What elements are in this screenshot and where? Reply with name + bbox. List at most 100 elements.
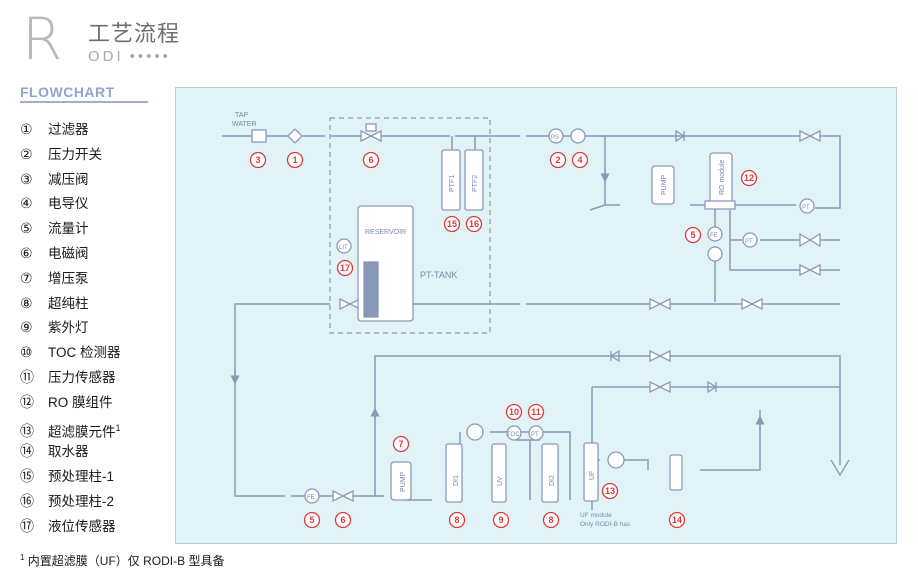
conductivity-meter bbox=[607, 451, 625, 469]
valve-icon bbox=[799, 129, 821, 143]
marker-circle bbox=[684, 226, 702, 244]
legend-number: ⑩ bbox=[20, 345, 33, 362]
legend-number: ⑪ bbox=[20, 369, 34, 386]
fe-label: FE bbox=[710, 233, 718, 239]
ptf2-column bbox=[464, 149, 484, 211]
marker-circle bbox=[286, 151, 304, 169]
marker-circle bbox=[527, 403, 545, 421]
legend-item: ⑩ TOC 检测器 bbox=[20, 342, 121, 367]
marker-circle bbox=[448, 511, 466, 529]
marker-circle bbox=[668, 511, 686, 529]
return-pipe bbox=[374, 355, 841, 496]
marker-circle bbox=[542, 511, 560, 529]
marker-circle bbox=[392, 435, 410, 453]
lit-label: LIT bbox=[339, 245, 348, 251]
legend-number: ⑮ bbox=[20, 469, 34, 486]
legend-number: ⑫ bbox=[20, 394, 34, 411]
marker-circle bbox=[505, 403, 523, 421]
dispense-return-pipe bbox=[700, 410, 761, 471]
legend-number: ⑰ bbox=[20, 518, 34, 535]
pt-tank-label: PT-TANK bbox=[420, 270, 457, 280]
conductivity-meter bbox=[707, 246, 723, 262]
uv-lamp bbox=[491, 443, 507, 503]
marker-circle bbox=[601, 482, 619, 500]
valve-icon bbox=[799, 232, 821, 248]
pt-label: PT bbox=[802, 205, 810, 211]
flow-meter bbox=[304, 488, 320, 504]
pipe-lines bbox=[222, 135, 841, 510]
di2-label: DI2 bbox=[549, 475, 556, 486]
marker-number: 3 bbox=[255, 155, 260, 165]
marker-number: 6 bbox=[368, 155, 373, 165]
flow-meter bbox=[707, 226, 723, 242]
lit-sensor bbox=[336, 238, 352, 254]
reservoir-label: RESERVOIR bbox=[365, 229, 406, 236]
brand-logo: R 工艺流程 ODI ••••• bbox=[22, 10, 242, 68]
valve-icon bbox=[649, 297, 671, 311]
fe-label: FE bbox=[307, 495, 315, 501]
marker-number: 5 bbox=[309, 515, 314, 525]
pt-tank-enclosure bbox=[329, 117, 491, 334]
legend-label: 超滤膜元件 bbox=[48, 424, 116, 440]
uf-module bbox=[583, 442, 599, 502]
pump-label: PUMP bbox=[400, 471, 407, 492]
tap-water-label: TAP bbox=[235, 112, 248, 119]
actuator-icon bbox=[365, 123, 377, 132]
legend-number: ⑥ bbox=[20, 245, 33, 262]
legend-number: ⑦ bbox=[20, 270, 33, 287]
conductivity-meter bbox=[570, 128, 586, 144]
legend-label: 液位传感器 bbox=[48, 518, 116, 534]
legend-item: ⑰ 液位传感器 bbox=[20, 516, 121, 541]
uf-note: UF module bbox=[580, 512, 612, 519]
pressure-transmitter bbox=[742, 232, 758, 248]
valve-icon bbox=[649, 380, 671, 394]
footnote: 1 内置超滤膜（UF）仅 RODI-B 型具备 bbox=[20, 552, 224, 569]
marker-number: 8 bbox=[454, 515, 459, 525]
legend-label: TOC 检测器 bbox=[48, 345, 121, 361]
valve-icon bbox=[332, 489, 354, 503]
marker-number: 5 bbox=[690, 230, 695, 240]
ptf2-label: PTF2 bbox=[472, 175, 479, 192]
pressure-reducer-icon bbox=[251, 129, 267, 143]
filter-icon bbox=[287, 128, 303, 144]
marker-number: 14 bbox=[672, 515, 682, 525]
uv-label: UV bbox=[497, 476, 504, 486]
uf-pipe bbox=[591, 387, 649, 510]
marker-circle bbox=[571, 151, 589, 169]
ptf1-label: PTF1 bbox=[449, 175, 456, 192]
marker-number: 12 bbox=[744, 173, 754, 183]
di2-column bbox=[541, 443, 559, 503]
marker-number: 6 bbox=[340, 515, 345, 525]
legend-label: 预处理柱-2 bbox=[48, 493, 115, 509]
marker-number: 2 bbox=[555, 155, 560, 165]
legend-number: ⑯ bbox=[20, 493, 34, 510]
legend-number: ② bbox=[20, 146, 33, 163]
legend-number: ⑤ bbox=[20, 221, 33, 238]
toc-label: TOC bbox=[507, 432, 520, 438]
pt-label: PT bbox=[531, 432, 539, 438]
ro-module-label: RO module bbox=[719, 159, 726, 195]
legend-item: ⑯ 预处理柱-2 bbox=[20, 491, 121, 516]
dispenser bbox=[669, 454, 683, 491]
legend-label: RO 膜组件 bbox=[48, 394, 113, 410]
marker-number: 1 bbox=[292, 155, 297, 165]
valve-icon bbox=[799, 263, 821, 277]
legend-label: 过滤器 bbox=[48, 122, 89, 137]
marker-number: 7 bbox=[398, 439, 403, 449]
marker-number: 17 bbox=[340, 263, 350, 273]
legend-label: 紫外灯 bbox=[48, 320, 89, 336]
ptf1-column bbox=[441, 149, 461, 211]
marker-number: 8 bbox=[548, 515, 553, 525]
legend-label: 取水器 bbox=[48, 444, 89, 460]
marker-circle bbox=[303, 511, 321, 529]
ps-label: PS bbox=[551, 135, 559, 141]
